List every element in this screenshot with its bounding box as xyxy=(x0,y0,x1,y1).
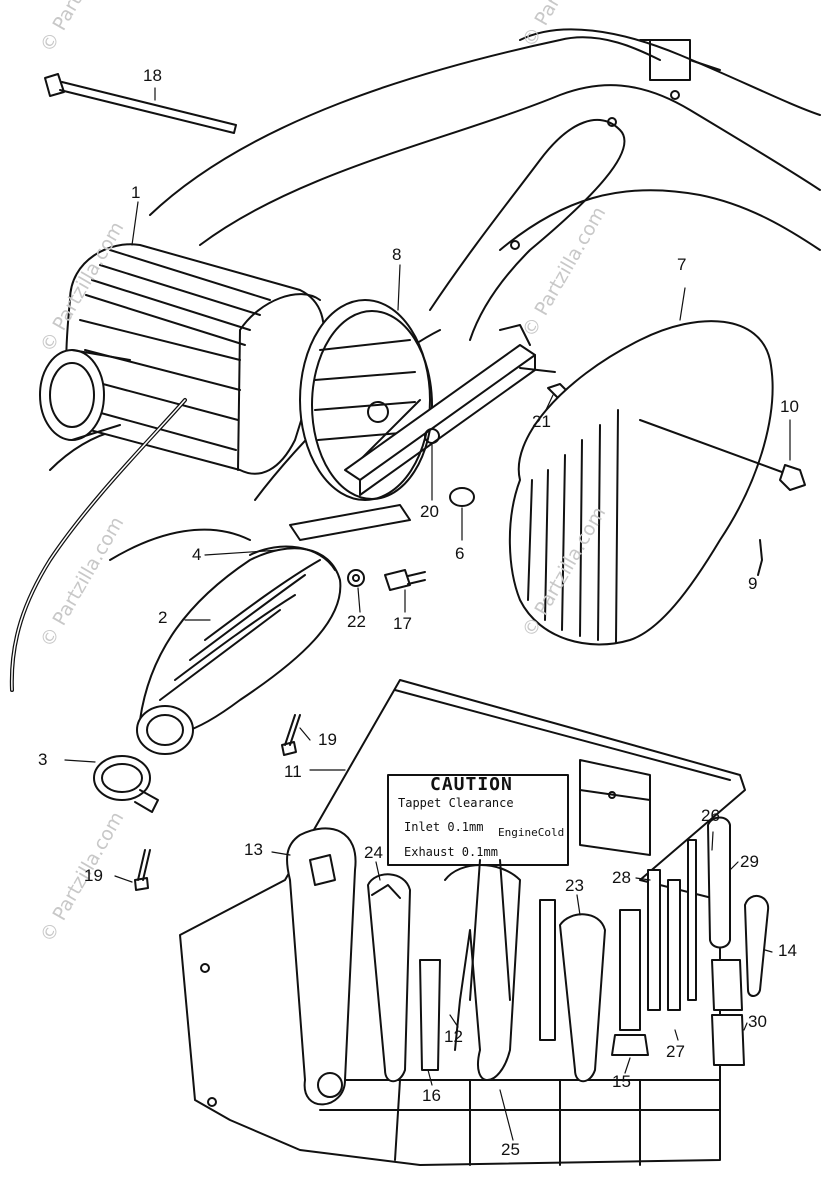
part-label-22: 22 xyxy=(347,612,366,631)
part-label-16: 16 xyxy=(422,1086,441,1105)
part-1-air-cleaner-element xyxy=(9,243,325,692)
part-18-long-bolt xyxy=(44,73,237,134)
caution-line-inlet: Inlet 0.1mm xyxy=(404,820,484,834)
part-label-10: 10 xyxy=(780,397,799,416)
part-label-28: 28 xyxy=(612,868,631,887)
part-label-25: 25 xyxy=(501,1140,520,1159)
part-label-18: 18 xyxy=(143,66,162,85)
part-19-screws xyxy=(134,714,301,891)
part-label-8: 8 xyxy=(392,245,402,264)
part-label-15: 15 xyxy=(612,1072,631,1091)
part-20-bracket xyxy=(289,324,556,541)
part-2-intake-rubber xyxy=(136,545,342,755)
part-7-side-cover xyxy=(508,320,806,646)
part-label-2: 2 xyxy=(158,608,168,627)
part-label-19-lower: 19 xyxy=(84,866,103,885)
part-label-11: 11 xyxy=(284,762,302,781)
caution-line-exhaust: Exhaust 0.1mm xyxy=(404,845,498,859)
part-3-clamp-band xyxy=(93,755,159,813)
part-label-13: 13 xyxy=(244,840,263,859)
part-label-17: 17 xyxy=(393,614,412,633)
part-label-19-upper: 19 xyxy=(318,730,337,749)
part-label-9: 9 xyxy=(748,574,758,593)
part-label-21: 21 xyxy=(532,412,551,431)
part-label-29: 29 xyxy=(740,852,759,871)
part-label-30: 30 xyxy=(748,1012,767,1031)
part-label-26: 26 xyxy=(701,806,720,825)
caution-title: CAUTION xyxy=(430,774,513,795)
part-label-1: 1 xyxy=(131,183,141,202)
part-label-24: 24 xyxy=(364,843,383,862)
part-label-6: 6 xyxy=(455,544,465,563)
part-label-14: 14 xyxy=(778,941,797,960)
part-label-3: 3 xyxy=(38,750,48,769)
part-label-7: 7 xyxy=(677,255,687,274)
part-label-23: 23 xyxy=(565,876,584,895)
leader-lines xyxy=(64,87,791,1141)
caution-line-tappet: Tappet Clearance xyxy=(398,796,514,810)
part-label-20: 20 xyxy=(420,502,439,521)
caution-line-enginecold: EngineCold xyxy=(498,826,565,839)
part-label-27: 27 xyxy=(666,1042,685,1061)
part-label-4: 4 xyxy=(192,545,202,564)
tools xyxy=(286,816,770,1106)
part-label-12: 12 xyxy=(444,1027,463,1046)
